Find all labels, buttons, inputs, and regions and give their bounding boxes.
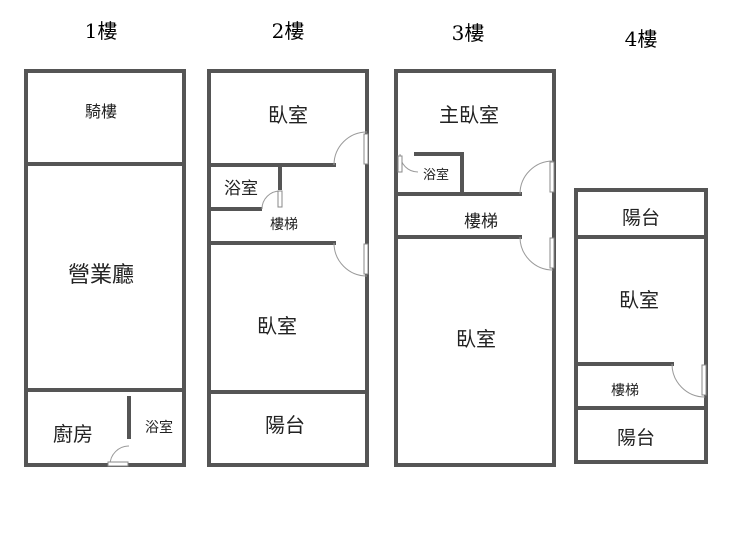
floor-2-label-bedroom-top: 臥室 <box>268 103 308 127</box>
floor-4-plan: 陽台 臥室 樓梯 陽台 <box>574 188 708 464</box>
floor-3-master-door <box>519 160 555 195</box>
floor-3-plan: 主臥室 浴室 樓梯 臥室 <box>394 69 556 467</box>
floor-2-label-stairs: 樓梯 <box>270 217 298 233</box>
floor-4-label-balcony-top: 陽台 <box>622 207 660 229</box>
floor-2-label-bedroom-main: 臥室 <box>257 314 297 338</box>
floor-1-title: 1樓 <box>85 19 118 43</box>
floor-3-title: 3樓 <box>452 21 485 45</box>
floor-2-plan: 臥室 浴室 樓梯 臥室 陽台 <box>207 69 369 467</box>
floor-3-stairs-door <box>519 236 555 271</box>
floor-1-label-bath: 浴室 <box>145 419 173 436</box>
floor-3-label-master: 主臥室 <box>439 103 499 127</box>
floor-2-label-balcony: 陽台 <box>265 413 305 437</box>
floor-2-bath-door <box>261 190 283 210</box>
floor-3-bath-door <box>397 153 419 173</box>
floor-4-outline <box>574 188 708 464</box>
floor-3-label-stairs: 樓梯 <box>464 212 498 232</box>
floor-3-label-bedroom: 臥室 <box>456 327 496 351</box>
floor-1-label-arcade: 騎樓 <box>85 102 117 121</box>
floor-3-label-bath: 浴室 <box>423 167 449 183</box>
floor-2-title: 2樓 <box>272 19 305 43</box>
floor-2-stairs-door <box>333 242 369 277</box>
floor-4-label-bedroom: 臥室 <box>619 288 659 312</box>
floor-2-label-bath: 浴室 <box>224 179 258 199</box>
floor-4-stairs-door <box>671 363 707 398</box>
floor-2-top-door <box>333 131 369 166</box>
floor-1-label-hall: 營業廳 <box>68 263 134 288</box>
floor-1-kitchen-door <box>107 445 130 467</box>
floor-4-label-stairs: 樓梯 <box>611 383 639 399</box>
floor-1-label-kitchen: 廚房 <box>53 422 93 446</box>
floor-1-outline <box>24 69 186 467</box>
floor-2-outline <box>207 69 369 467</box>
floor-4-title: 4樓 <box>625 27 658 51</box>
floor-4-label-balcony-bottom: 陽台 <box>617 427 655 449</box>
floor-1-plan: 騎樓 營業廳 廚房 浴室 <box>24 69 186 467</box>
floor-3-outline <box>394 69 556 467</box>
